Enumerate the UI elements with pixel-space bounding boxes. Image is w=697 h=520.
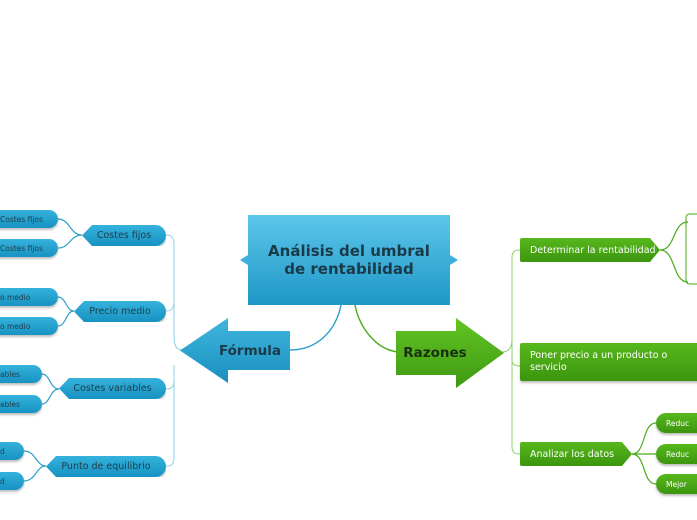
leaf-costes-variables-1[interactable]: ables (0, 365, 42, 383)
leaf-costes-variables-1-label: ables (0, 369, 20, 379)
leaf-costes-variables-2[interactable]: ables (0, 395, 42, 413)
leaf-analizar-2-label: Reduc (666, 449, 690, 459)
topic-determinar-rentabilidad-label: Determinar la rentabilidad (530, 244, 656, 256)
topic-poner-precio-label: Poner precio a un producto o servicio (530, 350, 668, 373)
root-to-formula-connector (289, 304, 342, 351)
leaf-punto-equilibrio-2-label: d (0, 476, 5, 486)
leaf-analizar-3-label: Mejor (666, 479, 687, 489)
topic-costes-variables-label: Costes variables (73, 383, 152, 394)
leaf-precio-medio-2[interactable]: o medio (0, 317, 58, 335)
topic-poner-precio[interactable]: Poner precio a un producto o servicio (520, 343, 697, 381)
topic-analizar-datos-label: Analizar los datos (530, 448, 615, 460)
topic-costes-fijos-label: Costes fijos (96, 230, 152, 241)
leaf-punto-equilibrio-2[interactable]: d (0, 472, 24, 490)
root-to-razones-connector (354, 304, 399, 353)
razones-branch-label: Razones (403, 345, 467, 361)
leaf-costes-variables-2-label: ables (0, 399, 20, 409)
leaf-precio-medio-1-label: o medio (0, 292, 31, 302)
razones-leaf-connectors (631, 221, 689, 485)
leaf-costes-fijos-2[interactable]: Costes fijos (0, 239, 58, 257)
leaf-analizar-2[interactable]: Reduc (656, 444, 697, 464)
leaf-precio-medio-2-label: o medio (0, 321, 31, 331)
leaf-punto-equilibrio-1[interactable]: d (0, 442, 24, 460)
leaf-costes-fijos-2-label: Costes fijos (0, 243, 43, 253)
topic-punto-equilibrio-label: Punto de equilibrio (61, 461, 151, 472)
topic-costes-variables[interactable]: Costes variables (59, 378, 166, 399)
razones-spine (501, 249, 521, 455)
leaf-analizar-3[interactable]: Mejor (656, 474, 697, 494)
topic-precio-medio-label: Precio medio (89, 306, 151, 317)
central-topic-line-1: Análisis del umbral (268, 242, 430, 260)
leaf-precio-medio-1[interactable]: o medio (0, 288, 58, 306)
topic-precio-medio[interactable]: Precio medio (74, 301, 166, 322)
central-topic-title: Análisis del umbral de rentabilidad (264, 242, 434, 278)
leaf-punto-equilibrio-1-label: d (0, 446, 5, 456)
leaf-analizar-1-label: Reduc (666, 418, 690, 428)
topic-determinar-rentabilidad[interactable]: Determinar la rentabilidad (520, 238, 660, 262)
leaf-costes-fijos-1-label: Costes fijos (0, 214, 43, 224)
leaf-analizar-1[interactable]: Reduc (656, 413, 697, 433)
topic-punto-equilibrio[interactable]: Punto de equilibrio (46, 456, 166, 477)
formula-spine (165, 234, 183, 467)
leaf-costes-fijos-1[interactable]: Costes fijos (0, 210, 58, 228)
formula-leaf-connectors (23, 218, 83, 482)
formula-branch-label: Fórmula (218, 342, 282, 359)
topic-analizar-datos[interactable]: Analizar los datos (520, 442, 632, 466)
topic-costes-fijos[interactable]: Costes fijos (82, 225, 166, 246)
central-topic-line-2: de rentabilidad (284, 260, 414, 278)
central-topic[interactable]: Análisis del umbral de rentabilidad (240, 215, 458, 305)
offscreen-node-outline (685, 213, 697, 285)
